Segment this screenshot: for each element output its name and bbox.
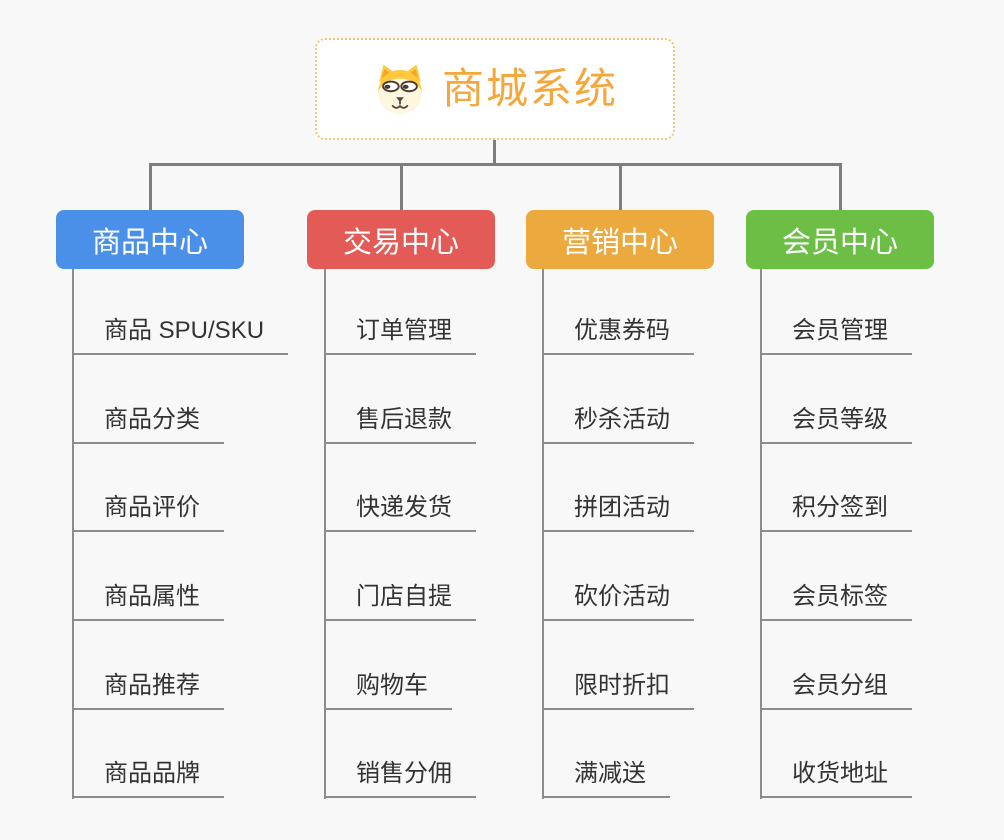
leaf-node[interactable]: 商品推荐 xyxy=(72,670,224,710)
branch-node[interactable]: 营销中心 xyxy=(526,210,714,269)
leaf-node[interactable]: 订单管理 xyxy=(324,315,476,355)
leaf-node[interactable]: 商品品牌 xyxy=(72,758,224,798)
leaf-node[interactable]: 限时折扣 xyxy=(542,670,694,710)
leaf-node[interactable]: 优惠券码 xyxy=(542,315,694,355)
connector-horizontal-line xyxy=(150,163,841,166)
leaf-node[interactable]: 快递发货 xyxy=(324,492,476,532)
connector-spine xyxy=(542,269,544,799)
connector-spine xyxy=(760,269,762,799)
connector-spine xyxy=(324,269,326,799)
leaf-node[interactable]: 砍价活动 xyxy=(542,581,694,621)
leaf-node[interactable]: 门店自提 xyxy=(324,581,476,621)
leaf-node[interactable]: 会员等级 xyxy=(760,404,912,444)
leaf-node[interactable]: 商品属性 xyxy=(72,581,224,621)
leaf-node[interactable]: 拼团活动 xyxy=(542,492,694,532)
leaf-node[interactable]: 销售分佣 xyxy=(324,758,476,798)
leaf-node[interactable]: 购物车 xyxy=(324,670,452,710)
leaf-node[interactable]: 会员分组 xyxy=(760,670,912,710)
branch-node[interactable]: 交易中心 xyxy=(307,210,495,269)
branch-node[interactable]: 会员中心 xyxy=(746,210,934,269)
leaf-node[interactable]: 商品评价 xyxy=(72,492,224,532)
connector-spine xyxy=(72,269,74,799)
leaf-node[interactable]: 满减送 xyxy=(542,758,670,798)
branch-node[interactable]: 商品中心 xyxy=(56,210,244,269)
leaf-node[interactable]: 会员管理 xyxy=(760,315,912,355)
connector-branch-stub xyxy=(618,163,622,210)
connector-branch-stub xyxy=(399,163,403,210)
connector-branch-stub xyxy=(838,163,842,210)
leaf-node[interactable]: 售后退款 xyxy=(324,404,476,444)
leaf-node[interactable]: 收货地址 xyxy=(760,758,912,798)
leaf-node[interactable]: 积分签到 xyxy=(760,492,912,532)
leaf-node[interactable]: 秒杀活动 xyxy=(542,404,694,444)
dog-face-icon xyxy=(372,63,428,115)
root-node[interactable]: 商城系统 xyxy=(315,38,675,140)
leaf-node[interactable]: 商品分类 xyxy=(72,404,224,444)
leaf-node[interactable]: 会员标签 xyxy=(760,581,912,621)
connector-root-stub xyxy=(493,140,496,166)
connector-branch-stub xyxy=(148,163,152,210)
root-title: 商城系统 xyxy=(441,65,618,112)
leaf-node[interactable]: 商品 SPU/SKU xyxy=(72,315,289,355)
